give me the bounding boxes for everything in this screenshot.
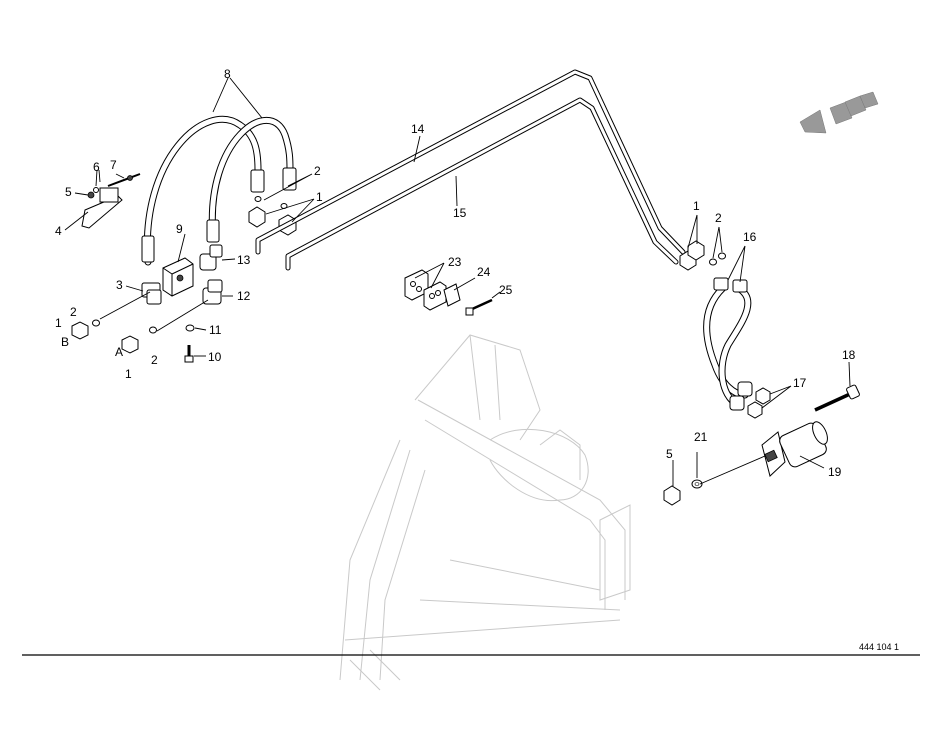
callout-25: 25 [499, 283, 513, 297]
callout-17: 17 [793, 376, 807, 390]
washer-11 [185, 324, 195, 332]
screw-25 [465, 298, 493, 316]
callout-11: 11 [209, 323, 222, 337]
callout-2-A: 2 [151, 353, 158, 367]
callout-2-left: 2 [70, 305, 77, 319]
callout-4: 4 [55, 224, 62, 238]
cap-nut-A [121, 335, 139, 354]
callout-18: 18 [842, 348, 856, 362]
hose-pair-8 [143, 116, 294, 266]
callout-19: 19 [828, 465, 842, 479]
callout-21: 21 [694, 430, 708, 444]
callout-10: 10 [208, 350, 222, 364]
callout-2-right: 2 [715, 211, 722, 225]
callout-7: 7 [110, 158, 117, 172]
callout-5-left: 5 [65, 185, 72, 199]
callout-1-top: 1 [316, 190, 323, 204]
callout-6: 6 [93, 160, 100, 174]
pipe-14 [255, 69, 686, 255]
callout-5-bottom: 5 [666, 447, 673, 461]
washer-21 [691, 479, 703, 489]
label-B: B [61, 335, 69, 349]
callout-8: 8 [224, 67, 231, 81]
callout-1-left: 1 [55, 316, 62, 330]
callout-24: 24 [477, 265, 491, 279]
callout-16: 16 [743, 230, 757, 244]
callout-1-A: 1 [125, 367, 132, 381]
callout-23: 23 [448, 255, 462, 269]
pipe-clamp-23 [404, 269, 447, 311]
callout-1-right: 1 [693, 199, 700, 213]
nut-5-left [87, 191, 95, 199]
drawing-number: 444 104 1 [859, 642, 899, 652]
pipe-15 [285, 97, 679, 271]
tee-fitting-3 [141, 282, 162, 305]
valve-block-9 [162, 257, 194, 297]
cap-nut-B [71, 321, 89, 340]
label-A: A [115, 345, 123, 359]
elbow-fitting-13 [199, 244, 223, 271]
seal-ring-2-A [149, 326, 157, 334]
seal-ring-2-left [92, 319, 100, 327]
caps-center [248, 196, 297, 236]
hose-pair-16 [703, 277, 753, 411]
callout-12: 12 [237, 289, 251, 303]
callout-2-top: 2 [314, 164, 321, 178]
mounting-bracket [81, 187, 123, 229]
bolt-7 [93, 173, 141, 193]
hydraulic-motor-19 [761, 421, 828, 477]
leader-lines [64, 77, 851, 486]
callout-labels: 8 2 1 14 15 6 7 5 4 9 3 13 12 11 10 2 1 … [55, 67, 856, 479]
callout-14: 14 [411, 122, 425, 136]
nut-5-bottom [663, 485, 681, 506]
callout-13: 13 [237, 253, 251, 267]
elbow-fitting-12 [202, 279, 223, 305]
travel-direction-arrow-icon [799, 91, 879, 134]
fittings-17 [747, 387, 771, 419]
background-frame-drawing [339, 334, 631, 691]
screw-10 [184, 345, 194, 363]
callout-3: 3 [116, 278, 123, 292]
callout-9: 9 [176, 222, 183, 236]
callout-15: 15 [453, 206, 467, 220]
hose-ferrules [141, 167, 297, 263]
screw-18 [814, 384, 860, 412]
fittings-right [679, 240, 726, 271]
clamp-plate-24 [443, 283, 461, 307]
